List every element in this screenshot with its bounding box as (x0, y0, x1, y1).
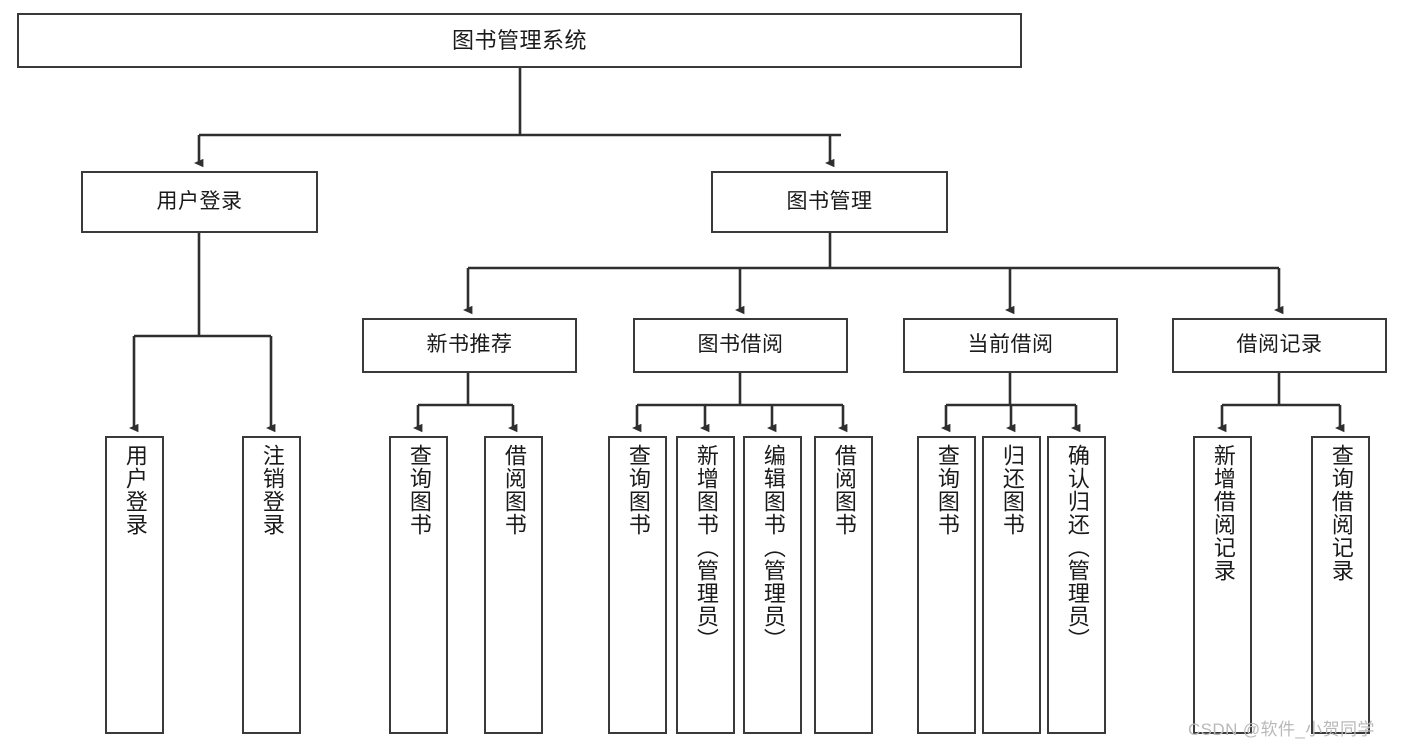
leaf-new-book-query[interactable]: 查询图书 (389, 436, 448, 734)
node-user-login[interactable]: 用户登录 (81, 171, 318, 233)
node-new-book-recommend[interactable]: 新书推荐 (362, 318, 577, 373)
node-root-system[interactable]: 图书管理系统 (17, 13, 1022, 68)
leaf-user-login-signin[interactable]: 用户登录 (105, 436, 164, 734)
leaf-borrow-record-query[interactable]: 查询借阅记录 (1311, 436, 1370, 734)
node-label: 新增图书（管理员） (693, 444, 719, 651)
node-label: 新增借阅记录 (1210, 444, 1236, 582)
node-label: 当前借阅 (967, 333, 1054, 357)
node-label: 查询借阅记录 (1328, 444, 1354, 582)
leaf-book-borrow-add[interactable]: 新增图书（管理员） (676, 436, 735, 734)
node-label: 借阅记录 (1236, 333, 1323, 357)
node-label: 归还图书 (999, 444, 1025, 536)
node-label: 查询图书 (625, 444, 651, 536)
leaf-current-borrow-query[interactable]: 查询图书 (917, 436, 976, 734)
node-label: 图书借阅 (697, 333, 784, 357)
leaf-current-borrow-confirm-return[interactable]: 确认归还（管理员） (1047, 436, 1106, 734)
leaf-user-login-signout[interactable]: 注销登录 (242, 436, 301, 734)
node-label: 用户登录 (122, 444, 148, 536)
node-label: 新书推荐 (426, 333, 513, 357)
leaf-book-borrow-query[interactable]: 查询图书 (608, 436, 667, 734)
node-label: 借阅图书 (831, 444, 857, 536)
node-label: 编辑图书（管理员） (760, 444, 786, 651)
leaf-book-borrow-edit[interactable]: 编辑图书（管理员） (743, 436, 802, 734)
node-label: 借阅图书 (501, 444, 527, 536)
node-label: 确认归还（管理员） (1064, 444, 1090, 651)
csdn-watermark: CSDN @软件_小贺同学 (1188, 720, 1375, 739)
node-label: 查询图书 (406, 444, 432, 536)
node-label: 用户登录 (156, 189, 243, 213)
node-book-management[interactable]: 图书管理 (711, 171, 948, 233)
node-book-borrow[interactable]: 图书借阅 (633, 318, 848, 373)
node-label: 注销登录 (259, 444, 285, 536)
node-label: 图书管理 (786, 189, 873, 213)
leaf-current-borrow-return[interactable]: 归还图书 (982, 436, 1041, 734)
leaf-borrow-record-add[interactable]: 新增借阅记录 (1193, 436, 1252, 734)
node-current-borrow[interactable]: 当前借阅 (903, 318, 1118, 373)
node-borrow-record[interactable]: 借阅记录 (1172, 318, 1387, 373)
node-label: 查询图书 (934, 444, 960, 536)
node-label: 图书管理系统 (451, 27, 587, 53)
leaf-book-borrow-borrow[interactable]: 借阅图书 (814, 436, 873, 734)
leaf-new-book-borrow[interactable]: 借阅图书 (484, 436, 543, 734)
